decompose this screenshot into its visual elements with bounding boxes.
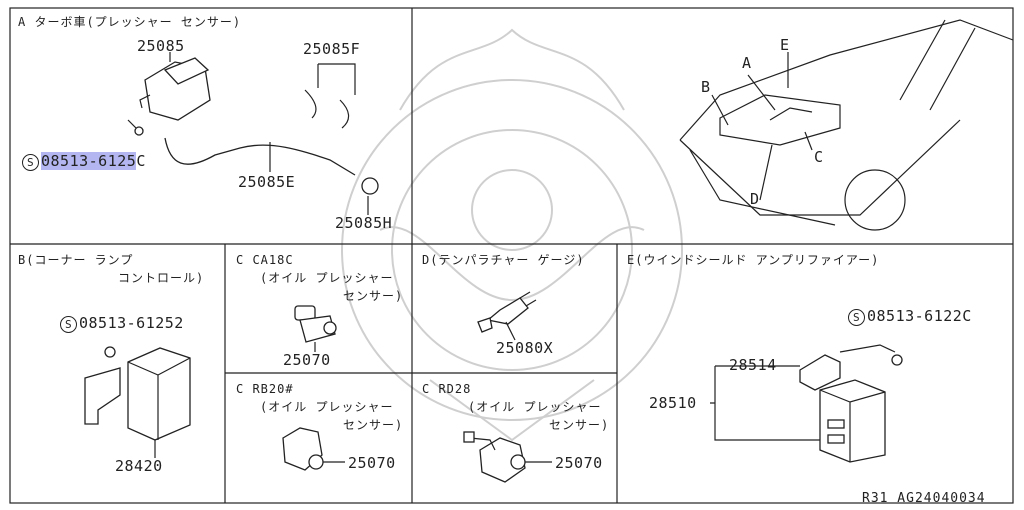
part-label-25070-rd28: 25070 <box>555 454 603 472</box>
panel-d-title: D(テンパラチャー ゲージ) <box>422 253 585 267</box>
panel-c-rd28-title-line1: C RD28 <box>422 382 472 396</box>
part-label-25085e: 25085E <box>238 173 296 191</box>
corner-lamp-control-drawing <box>84 346 191 458</box>
diagram-reference-code: R31 AG24040034 <box>862 491 986 506</box>
panel-c-ca18c-title-line3: センサー) <box>343 289 404 303</box>
watermark-emblem <box>341 28 683 442</box>
car-location-e: E <box>780 36 790 54</box>
panel-c-ca18c-title-line1: C CA18C <box>236 253 294 267</box>
rb20-oil-pressure-sensor-drawing <box>282 427 345 471</box>
part-label-25085h: 25085H <box>335 214 393 232</box>
part-label-25085f: 25085F <box>303 40 361 58</box>
standard-part-mark-icon: S <box>848 309 865 326</box>
rd28-oil-pressure-sensor-drawing <box>463 431 552 483</box>
panel-c-rb20-title-line3: センサー) <box>343 418 404 432</box>
bolt-part-number[interactable]: 08513-6125 <box>41 152 137 170</box>
car-location-a: A <box>742 54 752 72</box>
panel-b-title-line2: コントロール) <box>118 271 205 285</box>
standard-part-mark-icon: S <box>22 154 39 171</box>
windshield-amplifier-drawing <box>710 344 903 463</box>
standard-part-mark-icon: S <box>60 316 77 333</box>
part-label-28420: 28420 <box>115 457 163 475</box>
panel-c-rb20-title-line1: C RB20# <box>236 382 294 396</box>
panel-a-title: A ターボ車(プレッシャー センサー) <box>18 15 242 29</box>
car-location-d: D <box>750 190 760 208</box>
part-label-28510: 28510 <box>649 394 697 412</box>
panel-b-title-line1: B(コーナー ランプ <box>18 253 134 267</box>
car-location-c: C <box>814 148 824 166</box>
ca18c-oil-pressure-sensor-drawing <box>294 305 337 352</box>
panel-c-rd28-title-line3: センサー) <box>549 418 610 432</box>
part-label-25080x: 25080X <box>496 339 554 357</box>
car-location-b: B <box>701 78 711 96</box>
part-label-25070-ca18c: 25070 <box>283 351 331 369</box>
panel-c-rb20-title-line2: (オイル プレッシャー <box>260 400 394 414</box>
part-label-25070-rb20: 25070 <box>348 454 396 472</box>
panel-c-rd28-title-line2: (オイル プレッシャー <box>468 400 602 414</box>
pressure-sensor-drawing <box>127 52 379 215</box>
temperature-gauge-sensor-drawing <box>477 291 537 341</box>
bolt-part-suffix: C <box>136 152 146 170</box>
car-drawing <box>679 19 1014 231</box>
panel-e-title: E(ウインドシールド アンプリファイアー) <box>627 253 880 267</box>
panel-c-ca18c-title-line2: (オイル プレッシャー <box>260 271 394 285</box>
panel-grid <box>9 7 1014 504</box>
part-label-28514: 28514 <box>729 356 777 374</box>
part-label-25085: 25085 <box>137 37 185 55</box>
